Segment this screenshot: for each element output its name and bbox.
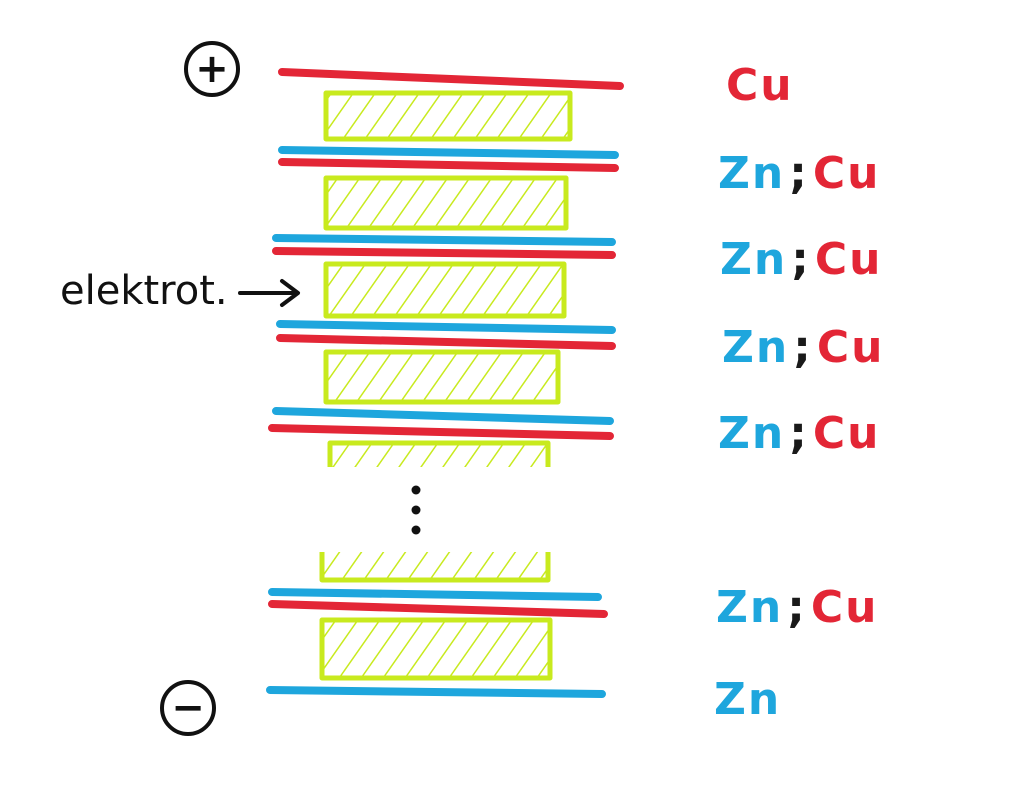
zinc-label: Zn <box>714 674 782 725</box>
electrolyte-pad <box>326 264 564 316</box>
continuation-dot <box>411 525 421 535</box>
layer-label: Zn;Cu <box>720 238 882 282</box>
electrolyte-pad-outline <box>323 90 573 142</box>
zinc-plate <box>266 686 606 698</box>
electrolyte-pad-outline <box>323 175 569 231</box>
layer-label: Zn;Cu <box>718 412 880 456</box>
zinc-plate <box>268 588 602 601</box>
electrolyte-pad-outline <box>319 552 551 583</box>
copper-label: Cu <box>814 234 883 285</box>
zinc-label: Zn <box>716 582 784 633</box>
layer-label: Zn;Cu <box>718 152 880 196</box>
positive-terminal-symbol: + <box>195 46 229 92</box>
layer-label: Zn;Cu <box>716 586 878 630</box>
electrolyte-pad <box>322 620 550 678</box>
zinc-label: Zn <box>718 408 786 459</box>
copper-plate <box>268 600 608 618</box>
zinc-label: Zn <box>720 234 788 285</box>
negative-terminal: − <box>160 680 216 736</box>
electrolyte-pad <box>330 443 548 467</box>
copper-label: Cu <box>816 322 885 373</box>
electrolyte-pad <box>322 552 548 580</box>
zinc-label: Zn <box>722 322 790 373</box>
label-separator: ; <box>791 234 811 285</box>
label-separator: ; <box>789 408 809 459</box>
electrolyte-pad <box>326 178 566 228</box>
electrolyte-label: elektrot. <box>60 268 228 314</box>
layer-label: Cu <box>726 64 794 108</box>
copper-label: Cu <box>726 60 794 111</box>
label-separator: ; <box>789 148 809 199</box>
continuation-dot <box>411 485 421 495</box>
zinc-label: Zn <box>718 148 786 199</box>
label-separator: ; <box>793 322 813 373</box>
zinc-plate <box>272 407 614 425</box>
electrolyte-pad <box>326 93 570 139</box>
electrolyte-pad-outline <box>323 261 567 319</box>
electrolyte-arrow <box>238 279 300 307</box>
electrolyte-pad <box>326 352 558 402</box>
copper-plate <box>278 68 624 90</box>
zinc-plate <box>272 234 616 246</box>
electrolyte-pad-outline <box>327 440 551 467</box>
zinc-plate <box>276 320 616 334</box>
copper-plate <box>268 424 614 440</box>
negative-terminal-symbol: − <box>171 685 205 731</box>
layer-label: Zn;Cu <box>722 326 884 370</box>
label-separator: ; <box>787 582 807 633</box>
zinc-plate <box>278 146 619 159</box>
positive-terminal: + <box>184 41 240 97</box>
copper-label: Cu <box>810 582 879 633</box>
copper-plate <box>278 158 619 172</box>
copper-label: Cu <box>812 148 881 199</box>
electrolyte-pad-outline <box>319 617 553 681</box>
copper-plate <box>276 334 616 350</box>
layer-label: Zn <box>714 678 781 722</box>
copper-plate <box>272 247 616 259</box>
electrolyte-pad-outline <box>323 349 561 405</box>
copper-label: Cu <box>812 408 881 459</box>
continuation-dot <box>411 505 421 515</box>
